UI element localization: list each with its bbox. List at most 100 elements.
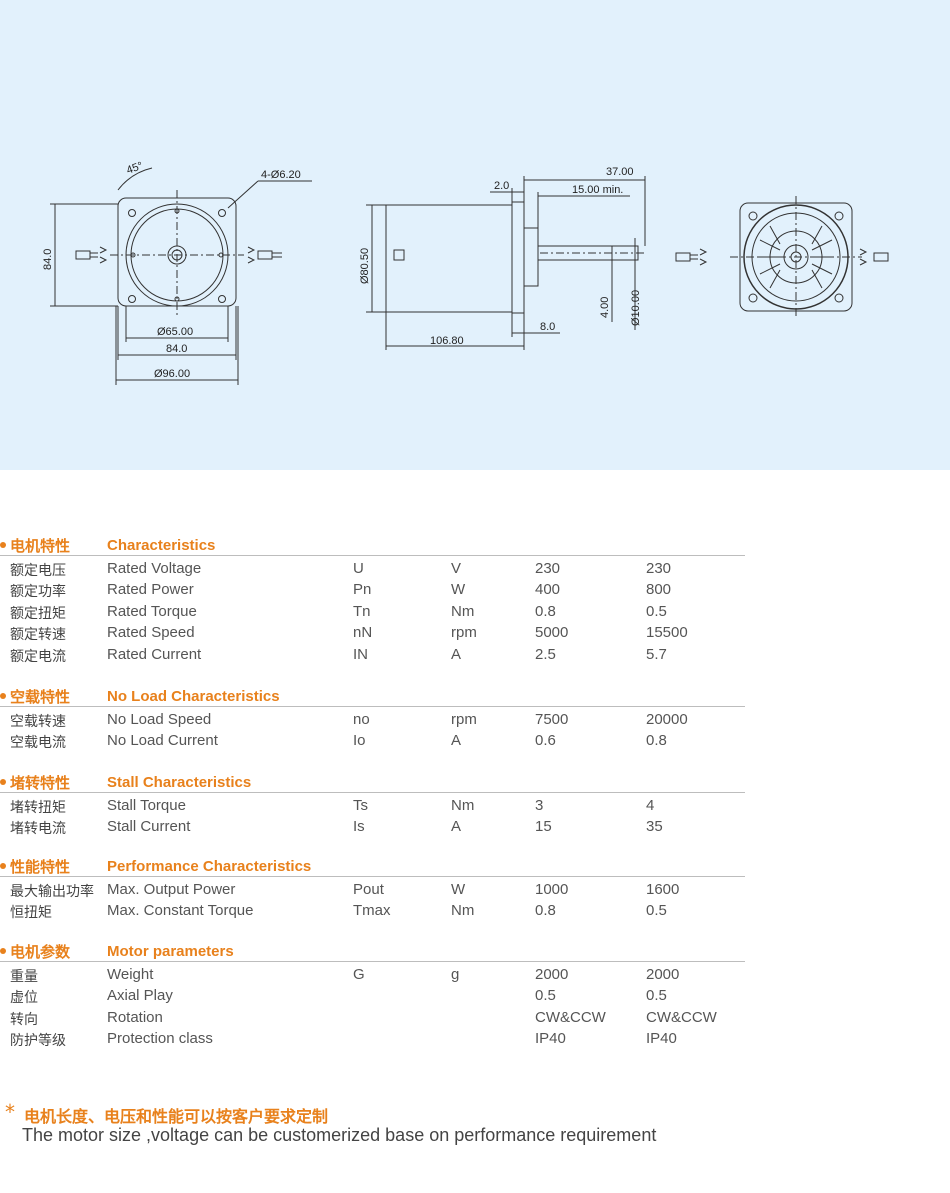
param-name-cn: 额定扭矩 <box>10 605 66 622</box>
dim-key: 4.00 <box>599 297 611 318</box>
param-value-2: 2000 <box>646 966 680 983</box>
param-symbol: Tn <box>353 602 371 620</box>
mount-hole <box>128 295 136 303</box>
param-name-cn: 空载转速 <box>10 714 66 730</box>
param-name-en: Axial Play <box>107 987 173 1005</box>
param-unit: A <box>451 732 462 750</box>
param-unit: g <box>451 966 460 983</box>
param-value-1: 230 <box>535 560 561 577</box>
param-symbol: U <box>353 560 364 577</box>
dim-shaft-min: 15.00 min. <box>572 184 623 196</box>
param-name-en: Stall Current <box>107 818 191 836</box>
param-name-cn: 恒扭矩 <box>10 905 52 922</box>
param-unit: Nm <box>451 602 475 620</box>
param-name-cn: 防护等级 <box>10 1033 66 1050</box>
param-value-1: 2.5 <box>535 645 556 663</box>
param-unit: Nm <box>451 902 475 920</box>
param-name-en: No Load Current <box>107 732 218 750</box>
param-name-en: Rated Voltage <box>107 560 202 577</box>
param-name-en: Rotation <box>107 1008 163 1026</box>
param-name-en: Weight <box>107 966 154 983</box>
mount-hole <box>128 209 136 217</box>
section-title-en: Characteristics <box>107 537 216 554</box>
param-name-cn: 额定功率 <box>10 584 66 601</box>
bullet-icon <box>0 863 6 869</box>
param-unit: W <box>451 881 466 898</box>
param-name-en: Rated Current <box>107 645 202 663</box>
param-unit: V <box>451 560 462 577</box>
technical-drawing-panel: 45° 4-Ø6.20 84.0 Ø65.00 84.0 Ø96.00 37.0… <box>0 0 950 470</box>
section-header: 电机特性 Characteristics <box>0 537 745 556</box>
dim-body-diameter: Ø80.50 <box>359 248 371 284</box>
spec-row: 额定电压 Rated Voltage U V 230 230 <box>0 560 950 581</box>
section-title-cn: 性能特性 <box>10 858 71 876</box>
param-symbol: G <box>353 966 365 983</box>
param-value-1: 7500 <box>535 711 569 728</box>
param-unit: A <box>451 818 462 836</box>
dim-circle: Ø96.00 <box>154 368 190 380</box>
param-value-1: 0.8 <box>535 902 556 920</box>
param-name-cn: 重量 <box>10 969 38 985</box>
param-unit: A <box>451 645 462 663</box>
section-title-en: No Load Characteristics <box>107 688 280 705</box>
asterisk-icon: * <box>5 1100 15 1124</box>
param-name-cn: 空载电流 <box>10 735 66 752</box>
dim-mount-holes: 4-Ø6.20 <box>261 169 301 181</box>
param-value-1: 400 <box>535 581 561 599</box>
param-value-1: CW&CCW <box>535 1008 606 1026</box>
section-title-en: Motor parameters <box>107 943 234 960</box>
note-english: The motor size ,voltage can be customeri… <box>22 1125 657 1145</box>
dim-flange: 8.0 <box>540 321 555 333</box>
section-title-cn: 电机特性 <box>10 537 71 555</box>
param-symbol: no <box>353 711 370 728</box>
param-name-en: Rated Torque <box>107 602 197 620</box>
section-title-cn: 电机参数 <box>10 943 71 961</box>
param-symbol: Pout <box>353 881 384 898</box>
param-value-2: 230 <box>646 560 672 577</box>
param-value-2: 5.7 <box>646 645 667 663</box>
param-value-2: 800 <box>646 581 672 599</box>
section-title-en: Performance Characteristics <box>107 858 312 875</box>
dim-height: 84.0 <box>42 249 54 270</box>
param-name-en: Stall Torque <box>107 797 186 814</box>
param-symbol: Pn <box>353 581 372 599</box>
dim-angle: 45° <box>125 160 145 177</box>
param-value-2: 20000 <box>646 711 688 728</box>
param-value-1: 15 <box>535 818 552 836</box>
param-value-2: 1600 <box>646 881 680 898</box>
section-header: 电机参数 Motor parameters <box>0 943 745 962</box>
param-unit: W <box>451 581 466 599</box>
param-symbol: Io <box>353 732 366 750</box>
section-title-cn: 空载特性 <box>10 688 71 706</box>
param-symbol: Is <box>353 818 365 836</box>
param-name-cn: 额定电压 <box>10 563 66 579</box>
param-value-1: 5000 <box>535 624 569 642</box>
mount-hole <box>218 295 226 303</box>
dim-body-length: 106.80 <box>430 335 464 347</box>
param-value-2: 0.5 <box>646 902 667 920</box>
param-name-cn: 堵转扭矩 <box>10 800 66 816</box>
param-name-en: Max. Constant Torque <box>107 902 254 920</box>
param-value-2: 0.8 <box>646 732 667 750</box>
param-value-2: 35 <box>646 818 663 836</box>
param-value-1: 0.6 <box>535 732 556 750</box>
param-name-en: Rated Speed <box>107 624 195 642</box>
param-symbol: IN <box>353 645 368 663</box>
dim-flange-length: 37.00 <box>606 166 634 178</box>
param-name-en: Max. Output Power <box>107 881 236 898</box>
param-symbol: nN <box>353 624 373 642</box>
bullet-icon <box>0 693 6 699</box>
param-name-cn: 最大输出功率 <box>10 884 94 900</box>
param-value-1: 3 <box>535 797 544 814</box>
section-title-en: Stall Characteristics <box>107 774 252 791</box>
param-name-en: No Load Speed <box>107 711 212 728</box>
